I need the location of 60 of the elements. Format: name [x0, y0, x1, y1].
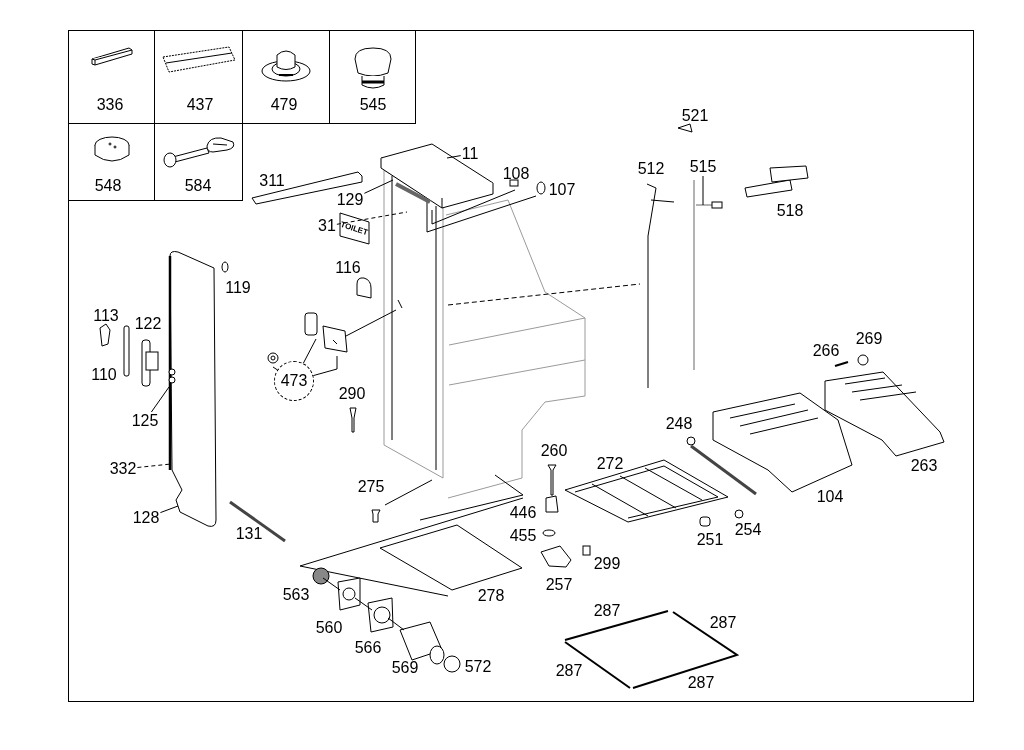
callout-number: 584	[183, 177, 213, 195]
callout-number: 263	[909, 457, 939, 475]
callout-number: 11	[460, 145, 480, 163]
callout-number: 122	[133, 315, 163, 333]
callout-number: 125	[130, 412, 160, 430]
callout-number: 572	[463, 658, 493, 676]
callout-number: 110	[90, 366, 118, 384]
leader-line	[150, 386, 170, 413]
callout-number: 287	[592, 602, 622, 620]
callout-number: 545	[358, 96, 388, 114]
callout-number: 131	[234, 525, 264, 543]
callout-number: 278	[476, 587, 506, 605]
leader-line	[272, 366, 278, 371]
callout-number: 563	[281, 586, 311, 604]
callout-number: 290	[337, 385, 367, 403]
callout-number: 119	[224, 279, 252, 297]
callout-number: 113	[92, 307, 120, 325]
callout-number: 269	[854, 330, 884, 348]
callout-number: 336	[95, 96, 125, 114]
callout-number: 446	[508, 504, 538, 522]
leader-line	[136, 463, 172, 468]
callout-number: 108	[501, 165, 531, 183]
callout-number: 116	[334, 259, 362, 277]
leader-line	[363, 179, 394, 194]
callout-number: 299	[592, 555, 622, 573]
leader-line	[336, 211, 408, 225]
callout-number: 128	[131, 509, 161, 527]
callout-number: 287	[708, 614, 738, 632]
callout-number: 479	[269, 96, 299, 114]
callout-number: 129	[335, 191, 365, 209]
callout-number: 260	[539, 442, 569, 460]
callout-number: 248	[664, 415, 694, 433]
callout-number: 104	[815, 488, 845, 506]
callout-number: 254	[733, 521, 763, 539]
callout-number: 287	[686, 674, 716, 692]
leader-line	[446, 155, 462, 159]
callout-number: 31	[317, 217, 337, 235]
callout-number: 251	[695, 531, 725, 549]
leader-line	[302, 338, 317, 364]
callout-number: 548	[93, 177, 123, 195]
callout-number: 266	[811, 342, 841, 360]
callout-number: 332	[108, 460, 138, 478]
leader-line	[312, 355, 338, 377]
callout-number: 272	[595, 455, 625, 473]
callout-number: 560	[314, 619, 344, 637]
callout-number: 107	[547, 181, 577, 199]
callout-number: 515	[688, 158, 718, 176]
callout-number: 437	[185, 96, 215, 114]
callout-number: 311	[258, 172, 286, 190]
callout-number: 287	[554, 662, 584, 680]
leader-line	[159, 505, 179, 514]
callout-number: 518	[775, 202, 805, 220]
callout-number: 455	[508, 527, 538, 545]
callout-number: 521	[680, 107, 710, 125]
callout-number: 566	[353, 639, 383, 657]
callout-number: 569	[390, 659, 420, 677]
callout-number: 257	[544, 576, 574, 594]
leader-line	[702, 175, 704, 206]
callout-number: 275	[356, 478, 386, 496]
callout-number: 512	[636, 160, 666, 178]
